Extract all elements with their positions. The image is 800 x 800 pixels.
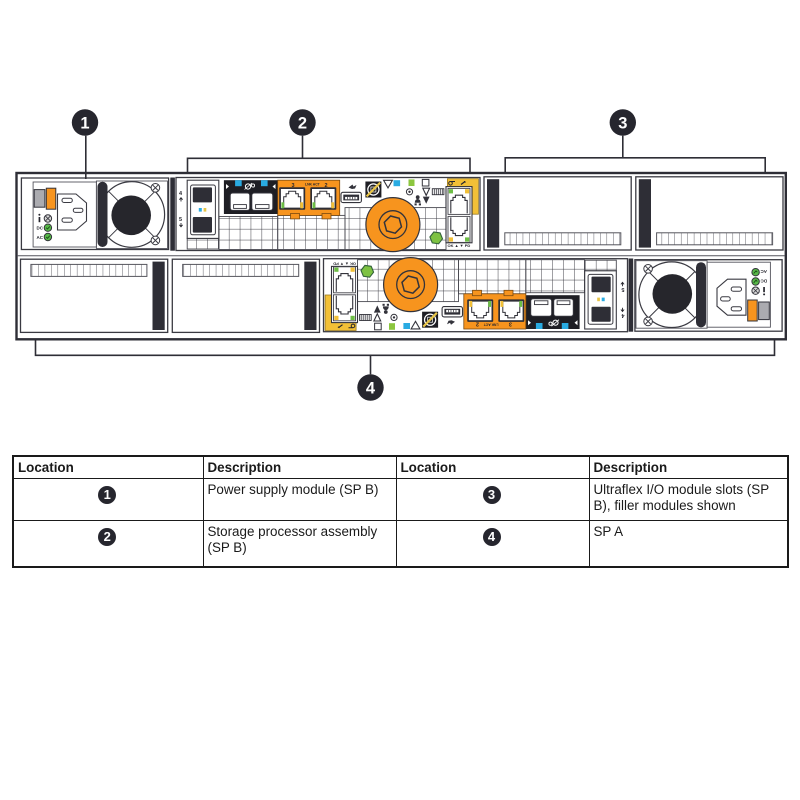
svg-text:3: 3 <box>618 114 627 132</box>
svg-text:1: 1 <box>80 114 89 132</box>
svg-text:4: 4 <box>366 379 376 397</box>
svg-text:2: 2 <box>298 114 307 132</box>
